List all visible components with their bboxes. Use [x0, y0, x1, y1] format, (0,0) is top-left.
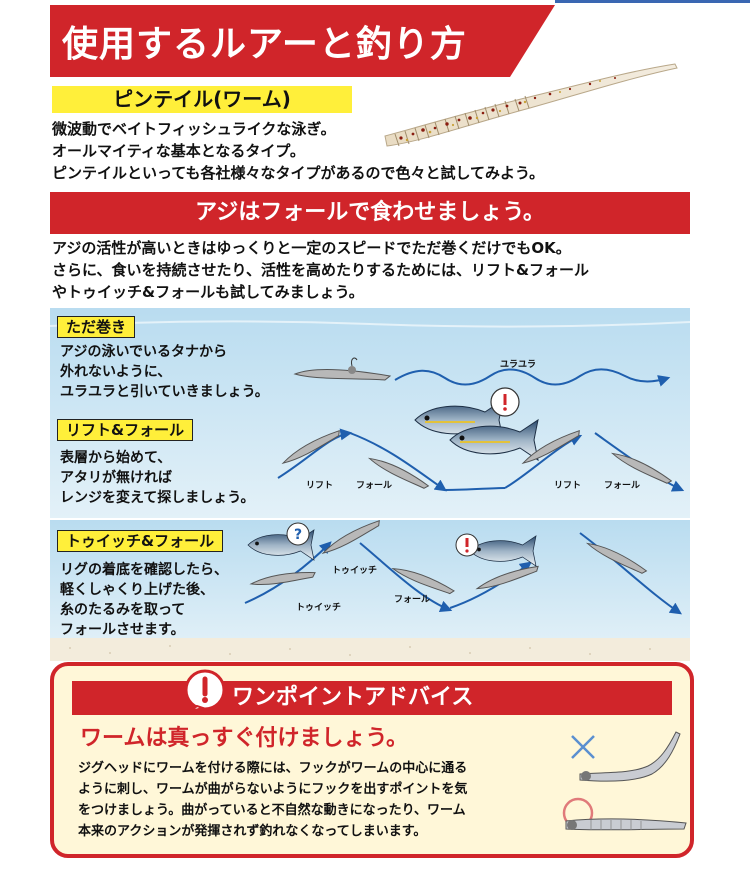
fall-annotation-2: フォール — [604, 481, 641, 491]
fall-annotation-1: フォール — [356, 481, 393, 491]
tadamaki-line-2: 外れないように、 — [60, 364, 172, 380]
top-edge-line — [555, 0, 750, 3]
advice-banner: ワンポイントアドバイス — [72, 681, 672, 715]
lift-annotation-1: リフト — [306, 481, 334, 491]
lift-annotation-2: リフト — [554, 481, 582, 491]
tadamaki-line-3: ユラユラと引いていきましょう。 — [60, 384, 269, 400]
tadamaki-label: ただ巻き — [57, 316, 136, 338]
section-text-line-2: さらに、食いを持続させたり、活性を高めたりするためには、リフト&フォール — [52, 261, 590, 279]
advice-banner-text: ワンポイントアドバイス — [232, 685, 474, 710]
title-banner: 使用するルアーと釣り方 — [50, 5, 555, 77]
pintail-worm-illustration — [375, 58, 680, 148]
twitch-line-1: リグの着底を確認したら、 — [60, 562, 228, 578]
lift-fall-label: リフト&フォール — [57, 419, 194, 441]
fall-annotation-3: フォール — [394, 595, 431, 605]
twitch-annotation-2: トゥイッチ — [296, 603, 342, 613]
yurayura-annotation: ユラユラ — [500, 360, 537, 370]
tadamaki-line-1: アジの泳いでいるタナから — [60, 344, 228, 360]
lure-desc-line-3: ピンテイルといっても各社様々なタイプがあるので色々と試してみよう。 — [52, 164, 545, 182]
twitch-annotation-1: トゥイッチ — [332, 566, 378, 576]
lure-label: ピンテイル(ワーム) — [52, 86, 352, 113]
section-banner: アジはフォールで食わせましょう。 — [50, 192, 690, 234]
section-text-line-1: アジの活性が高いときはゆっくりと一定のスピードでただ巻くだけでもOK。 — [52, 239, 571, 257]
lift-line-2: アタリが無ければ — [60, 470, 172, 486]
advice-heading: ワームは真っすぐ付けましょう。 — [80, 726, 409, 751]
title-banner-shape — [50, 5, 555, 77]
lift-line-1: 表層から始めて、 — [60, 450, 172, 466]
bent-worm-illustration — [560, 728, 685, 788]
advice-line-3: をつけましょう。曲がっていると不自然な動きになったり、ワーム — [78, 803, 466, 818]
twitch-line-4: フォールさせます。 — [60, 622, 185, 638]
exclamation-icon — [183, 668, 227, 712]
straight-worm-illustration — [556, 795, 691, 843]
page-title: 使用するルアーと釣り方 — [62, 24, 467, 65]
advice-line-2: ように刺し、ワームが曲がらないようにフックを出すポイントを気 — [78, 782, 468, 797]
lift-line-3: レンジを変えて探しましょう。 — [60, 490, 255, 506]
advice-line-1: ジグヘッドにワームを付ける際には、フックがワームの中心に通る — [78, 761, 468, 776]
section-text-line-3: やトゥイッチ&フォールも試してみましょう。 — [52, 283, 364, 301]
svg-text:?: ? — [294, 527, 302, 543]
twitch-fall-label: トゥイッチ&フォール — [57, 530, 224, 552]
lure-desc-line-1: 微波動でベイトフィッシュライクな泳ぎ。 — [52, 120, 336, 138]
advice-line-4: 本来のアクションが発揮されず釣れなくなってしまいます。 — [78, 824, 427, 839]
twitch-line-3: 糸のたるみを取って — [60, 602, 186, 618]
twitch-line-2: 軽くしゃくり上げた後、 — [60, 582, 214, 598]
lure-desc-line-2: オールマイティな基本となるタイプ。 — [52, 142, 305, 160]
